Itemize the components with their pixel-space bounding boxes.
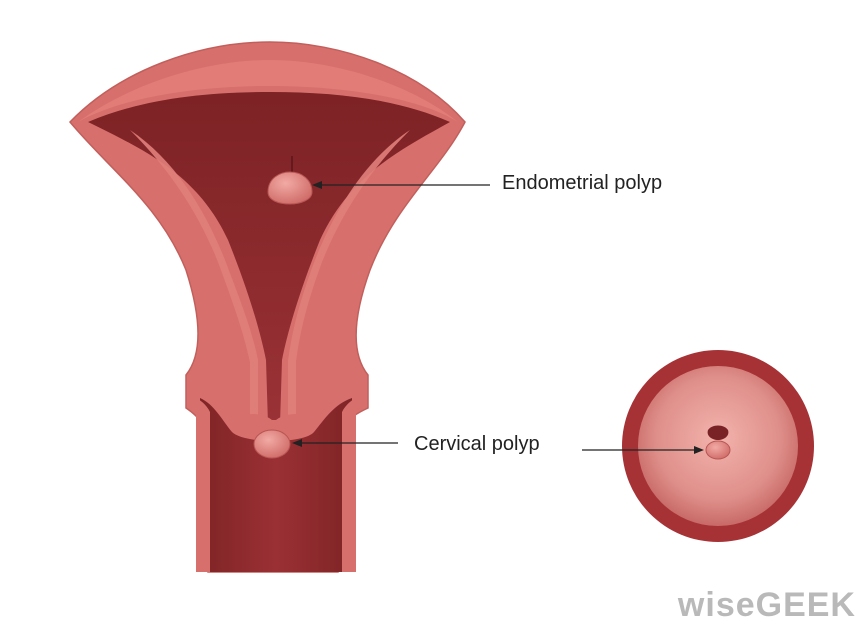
cervical-polyp-label: Cervical polyp — [414, 433, 540, 456]
vaginal-wall-left — [196, 398, 210, 572]
watermark-logo: wiseGEEK — [678, 586, 856, 625]
endometrial-polyp — [268, 172, 312, 204]
vaginal-wall-right — [342, 398, 356, 572]
cervix-end-view-polyp — [706, 441, 730, 459]
cervical-polyp — [254, 430, 290, 458]
endometrial-polyp-label: Endometrial polyp — [502, 172, 662, 195]
